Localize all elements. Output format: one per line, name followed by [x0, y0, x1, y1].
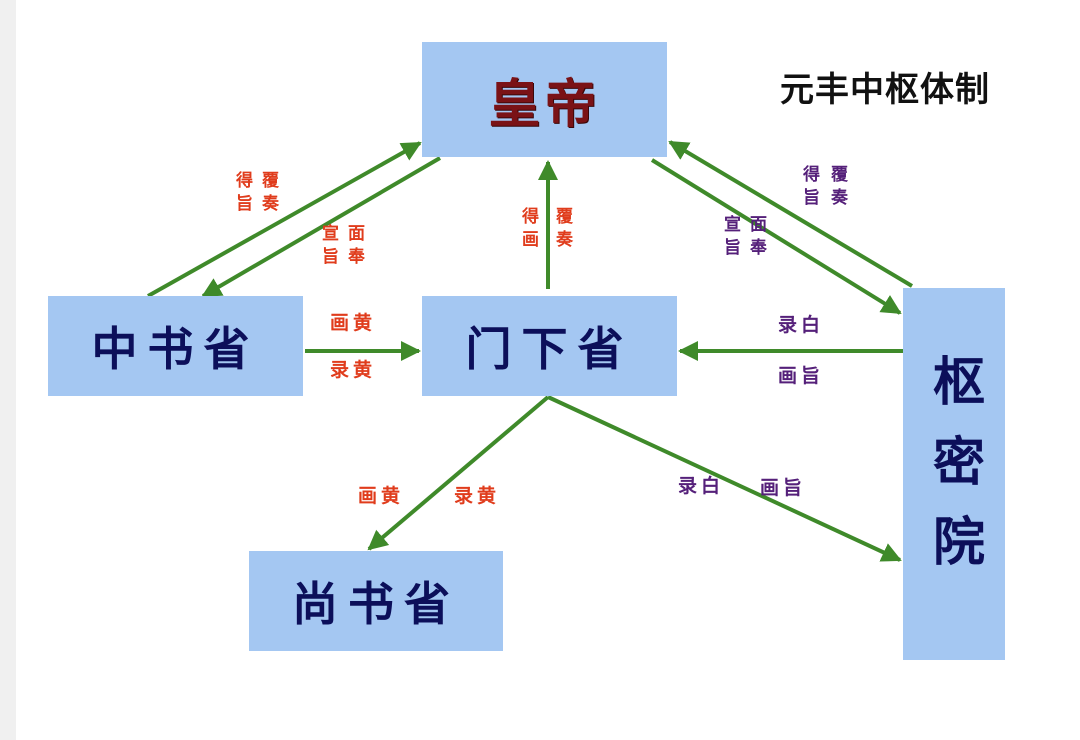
label-zs-mx-top: 画黄 — [330, 312, 377, 334]
node-menxia: 门下省 — [422, 296, 677, 396]
label-zhongshu-down-xuan: 宣 旨 — [322, 224, 339, 267]
label-mx-sm-left: 录白 — [678, 475, 725, 497]
node-shangshu: 尚书省 — [249, 551, 503, 651]
node-shumi: 枢密院 — [903, 288, 1005, 660]
diagram-title: 元丰中枢体制 — [780, 70, 990, 110]
label-zhongshu-up-de: 得 旨 — [236, 171, 253, 214]
left-margin-strip — [0, 0, 16, 740]
label-sm-mx-top: 录白 — [778, 314, 825, 336]
arrow-emperor-to-shumi — [650, 158, 902, 315]
label-zhongshu-up-fu: 覆 奏 — [262, 171, 279, 214]
label-menxia-up-fu: 覆 奏 — [556, 207, 573, 250]
arrow-emperor-to-zhongshu — [201, 156, 442, 298]
arrow-zhongshu-to-emperor — [147, 141, 422, 298]
node-emperor: 皇帝 — [422, 42, 667, 157]
label-shumi-down-mian: 面 奉 — [750, 215, 767, 258]
label-zhongshu-down-mian: 面 奉 — [348, 224, 365, 267]
label-shumi-up-de: 得 旨 — [803, 165, 820, 208]
label-mx-ss-left: 画黄 — [358, 485, 405, 507]
arrow-menxia-to-shangshu — [367, 395, 550, 551]
arrow-shumi-to-emperor — [668, 140, 914, 288]
arrow-menxia-to-shumi — [547, 395, 902, 562]
label-menxia-up-de: 得 画 — [522, 207, 539, 250]
label-shumi-down-xuan: 宣 旨 — [724, 215, 741, 258]
label-mx-ss-right: 录黄 — [454, 485, 501, 507]
label-shumi-up-fu: 覆 奏 — [831, 165, 848, 208]
label-zs-mx-bottom: 录黄 — [330, 359, 377, 381]
label-sm-mx-bottom: 画旨 — [778, 365, 825, 387]
label-mx-sm-right: 画旨 — [760, 477, 807, 499]
node-zhongshu: 中书省 — [48, 296, 303, 396]
